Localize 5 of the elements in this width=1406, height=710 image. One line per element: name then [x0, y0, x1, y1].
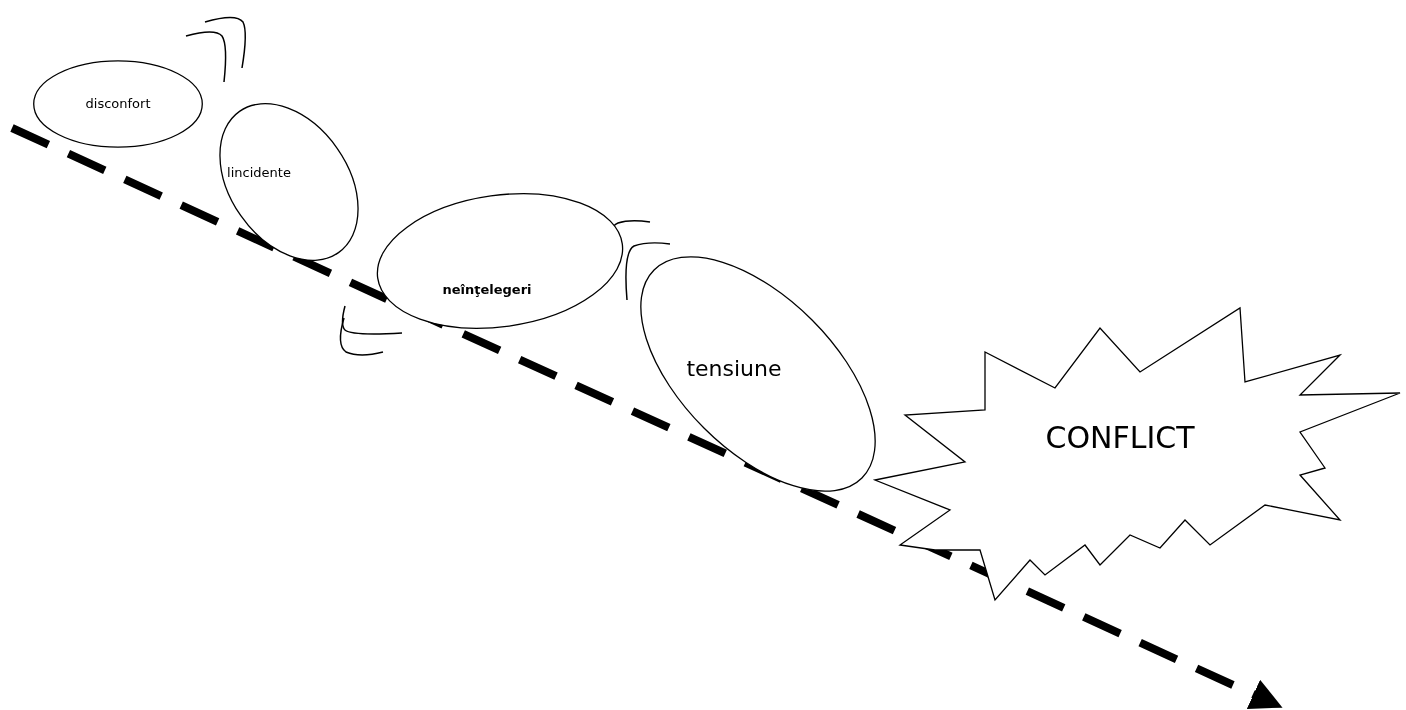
stage-label: CONFLICT	[1045, 420, 1195, 455]
stage-label: lincidente	[227, 165, 291, 180]
stage-label: tensiune	[686, 356, 782, 381]
stage-label: neînţelegeri	[442, 282, 532, 297]
stage-label: disconfort	[85, 96, 151, 111]
